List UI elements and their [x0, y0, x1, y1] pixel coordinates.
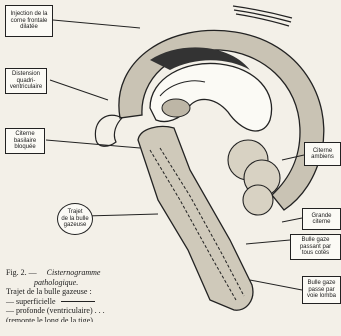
label-injection-corne-frontale: Injection de la corne frontale dilatée	[5, 5, 53, 37]
label-citerne-basilaire: Citerne basilaire bloquée	[5, 128, 45, 154]
label-line: bloquée	[14, 144, 35, 151]
label-line: dilatée	[20, 24, 38, 31]
caption-heading: Trajet de la bulle gazeuse :	[6, 287, 256, 297]
caption-line-superficielle: — superficielle	[6, 297, 256, 307]
caption-line-cut: (remonte le long de la tige)	[6, 316, 256, 322]
label-bulle-gazeuse-passant: Bulle gaze passant par tous cotés	[290, 234, 341, 260]
label-line: gazeuse	[64, 222, 87, 229]
top-hatching	[233, 6, 292, 26]
caption-title: Cisternogramme	[47, 268, 101, 277]
figure-caption: Fig. 2. — Cisternogramme pathologique. T…	[6, 268, 256, 322]
caption-fig-number: Fig. 2. —	[6, 268, 37, 277]
label-line: voie lomba	[307, 293, 336, 300]
label-line: ambiens	[311, 154, 334, 161]
label-bulle-gazeuse-lombaire: Bulle gaze passe par voie lomba	[302, 276, 341, 304]
label-trajet-bulle-gazeuse: Trajet de la bulle gazeuse	[57, 203, 93, 235]
cerebellum	[228, 140, 280, 215]
label-line: citerne	[312, 219, 330, 226]
label-grande-citerne: Grande citerne	[302, 208, 341, 230]
label-line: ventriculaire	[10, 84, 42, 91]
caption-title-line: Fig. 2. — Cisternogramme	[6, 268, 256, 278]
label-distension-quadri-ventriculaire: Distension quadri- ventriculaire	[5, 68, 47, 94]
caption-line-profonde: — profonde (ventriculaire) . . .	[6, 306, 256, 316]
left-lobe	[95, 115, 122, 146]
label-citerne-ambiens: Citerne ambiens	[304, 142, 341, 166]
ventricle	[150, 63, 272, 131]
caption-text: — superficielle	[6, 297, 56, 306]
label-line: tous cotés	[302, 250, 329, 257]
legend-solid-line	[61, 301, 95, 302]
thalamus	[162, 99, 190, 117]
caption-subtitle: pathologique.	[34, 278, 256, 288]
